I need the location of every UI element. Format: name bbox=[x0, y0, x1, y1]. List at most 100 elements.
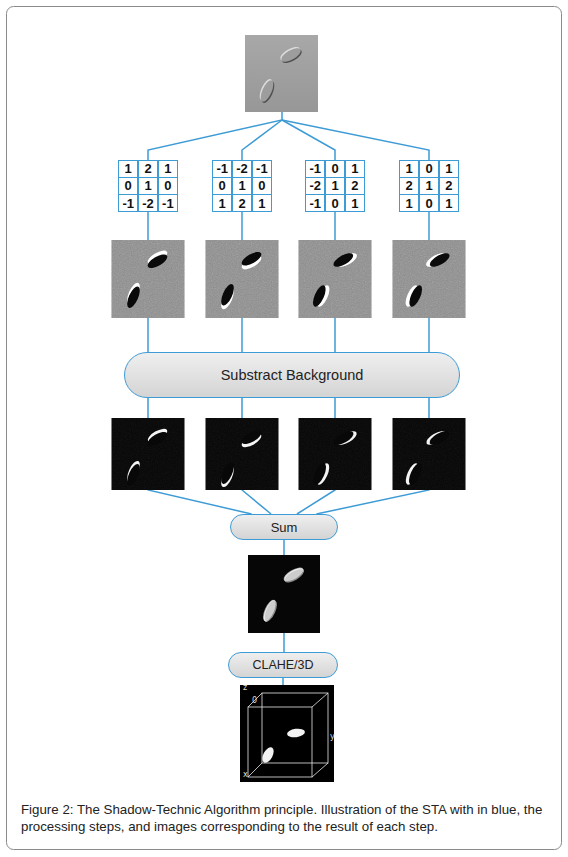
kernel-value: 2 bbox=[351, 178, 358, 193]
branch-wire bbox=[148, 112, 282, 160]
subtracted-image bbox=[299, 418, 372, 490]
bacterium bbox=[125, 429, 170, 487]
box-edge bbox=[312, 693, 328, 707]
cell-highlight bbox=[403, 251, 448, 309]
box-edge bbox=[248, 693, 262, 707]
box-edge bbox=[248, 763, 262, 777]
connector-line bbox=[297, 398, 335, 514]
kernel-value: -2 bbox=[309, 178, 321, 193]
connector-line bbox=[283, 540, 285, 652]
kernel-value: 1 bbox=[445, 161, 452, 176]
kernel-cell: -1 bbox=[213, 161, 231, 177]
connector-line bbox=[428, 212, 430, 352]
kernel-cell: -1 bbox=[306, 195, 324, 211]
kernel-cell: 0 bbox=[420, 195, 438, 211]
box-face bbox=[248, 707, 312, 777]
kernel-cell: 0 bbox=[213, 178, 231, 194]
kernel-value: -1 bbox=[309, 196, 321, 211]
bacterium bbox=[219, 428, 264, 486]
cell-highlight bbox=[314, 251, 359, 309]
kernel-value: 2 bbox=[406, 178, 413, 193]
kernel-cell: 1 bbox=[119, 161, 137, 177]
kernel-value: 2 bbox=[445, 178, 452, 193]
branch-wire bbox=[282, 120, 429, 160]
kernel-cell: 2 bbox=[400, 178, 418, 194]
kernel-cell: -2 bbox=[139, 195, 157, 211]
image-noise bbox=[393, 418, 466, 490]
image-noise bbox=[299, 418, 372, 490]
kernel-cell: -2 bbox=[233, 161, 251, 177]
output-wire bbox=[282, 678, 284, 686]
cell-highlight bbox=[257, 44, 302, 102]
kernel-cell: 0 bbox=[119, 178, 137, 194]
kernel-value: 1 bbox=[445, 196, 452, 211]
kernel-value: 0 bbox=[125, 178, 132, 193]
kernel-grid: 121010-1-2-1 bbox=[118, 160, 178, 212]
connector-line bbox=[242, 398, 271, 514]
kernel-cell: 2 bbox=[139, 161, 157, 177]
cell-highlight bbox=[125, 248, 170, 306]
kernel-value: 1 bbox=[425, 178, 432, 193]
kernel-cell: 0 bbox=[326, 161, 344, 177]
image-background bbox=[206, 240, 279, 318]
bacterium-3d bbox=[260, 745, 276, 764]
kernel-value: 1 bbox=[406, 196, 413, 211]
kernel-value: 0 bbox=[425, 196, 432, 211]
kernel-cell: -2 bbox=[306, 178, 324, 194]
cell-edge bbox=[403, 429, 448, 487]
kernel-value: 0 bbox=[258, 178, 265, 193]
bacterium bbox=[406, 429, 451, 487]
kernel-cell: 1 bbox=[420, 178, 438, 194]
connector bbox=[284, 540, 285, 652]
bacterium-3d bbox=[287, 728, 306, 739]
bacterium bbox=[311, 429, 356, 487]
kernel-value: 0 bbox=[219, 178, 226, 193]
image-background bbox=[245, 35, 318, 112]
branch-wires bbox=[148, 112, 429, 686]
connector bbox=[335, 212, 336, 352]
wireframe-box bbox=[248, 693, 328, 777]
kernel-value: 0 bbox=[164, 178, 171, 193]
process-box: CLAHE/3D bbox=[228, 652, 338, 678]
kernel-cell: 1 bbox=[400, 195, 418, 211]
kernel-value: -2 bbox=[236, 161, 248, 176]
process-box: Sum bbox=[230, 514, 338, 540]
cell-highlight bbox=[219, 253, 264, 311]
box-edge bbox=[312, 763, 328, 777]
connector bbox=[148, 398, 429, 514]
figure-caption: Figure 2: The Shadow-Technic Algorithm p… bbox=[21, 801, 551, 836]
image-noise bbox=[206, 418, 279, 490]
kernel-value: -1 bbox=[162, 196, 174, 211]
result-3d-image bbox=[240, 685, 334, 782]
kernel-value: 0 bbox=[331, 196, 338, 211]
kernel-value: 1 bbox=[331, 178, 338, 193]
kernel-value: 1 bbox=[351, 161, 358, 176]
kernel-cell: 1 bbox=[326, 178, 344, 194]
figure-border bbox=[7, 7, 562, 850]
connector-line bbox=[334, 212, 336, 352]
image-background bbox=[112, 240, 185, 318]
cell-shadow bbox=[259, 47, 304, 105]
cell-edge bbox=[125, 426, 170, 484]
kernel-cell: -1 bbox=[253, 161, 271, 177]
kernel-value: -1 bbox=[216, 161, 228, 176]
kernel-cell: 1 bbox=[159, 161, 177, 177]
kernel-cell: 1 bbox=[440, 161, 458, 177]
image-background bbox=[206, 418, 279, 490]
cell-edge bbox=[219, 431, 264, 489]
kernel-value: -2 bbox=[142, 196, 154, 211]
cell-shade bbox=[262, 567, 305, 623]
filtered-image bbox=[206, 240, 279, 318]
kernel-cell: 1 bbox=[440, 195, 458, 211]
step-label: CLAHE/3D bbox=[252, 658, 313, 672]
kernel-cell: 0 bbox=[159, 178, 177, 194]
bacterium bbox=[310, 251, 355, 309]
kernel-value: 1 bbox=[238, 178, 245, 193]
connector-line bbox=[316, 398, 429, 514]
kernel-value: -1 bbox=[256, 161, 268, 176]
subtracted-image bbox=[206, 418, 279, 490]
kernel-cell: 2 bbox=[233, 195, 251, 211]
kernel-cell: 1 bbox=[213, 195, 231, 211]
bacterium bbox=[407, 251, 452, 309]
